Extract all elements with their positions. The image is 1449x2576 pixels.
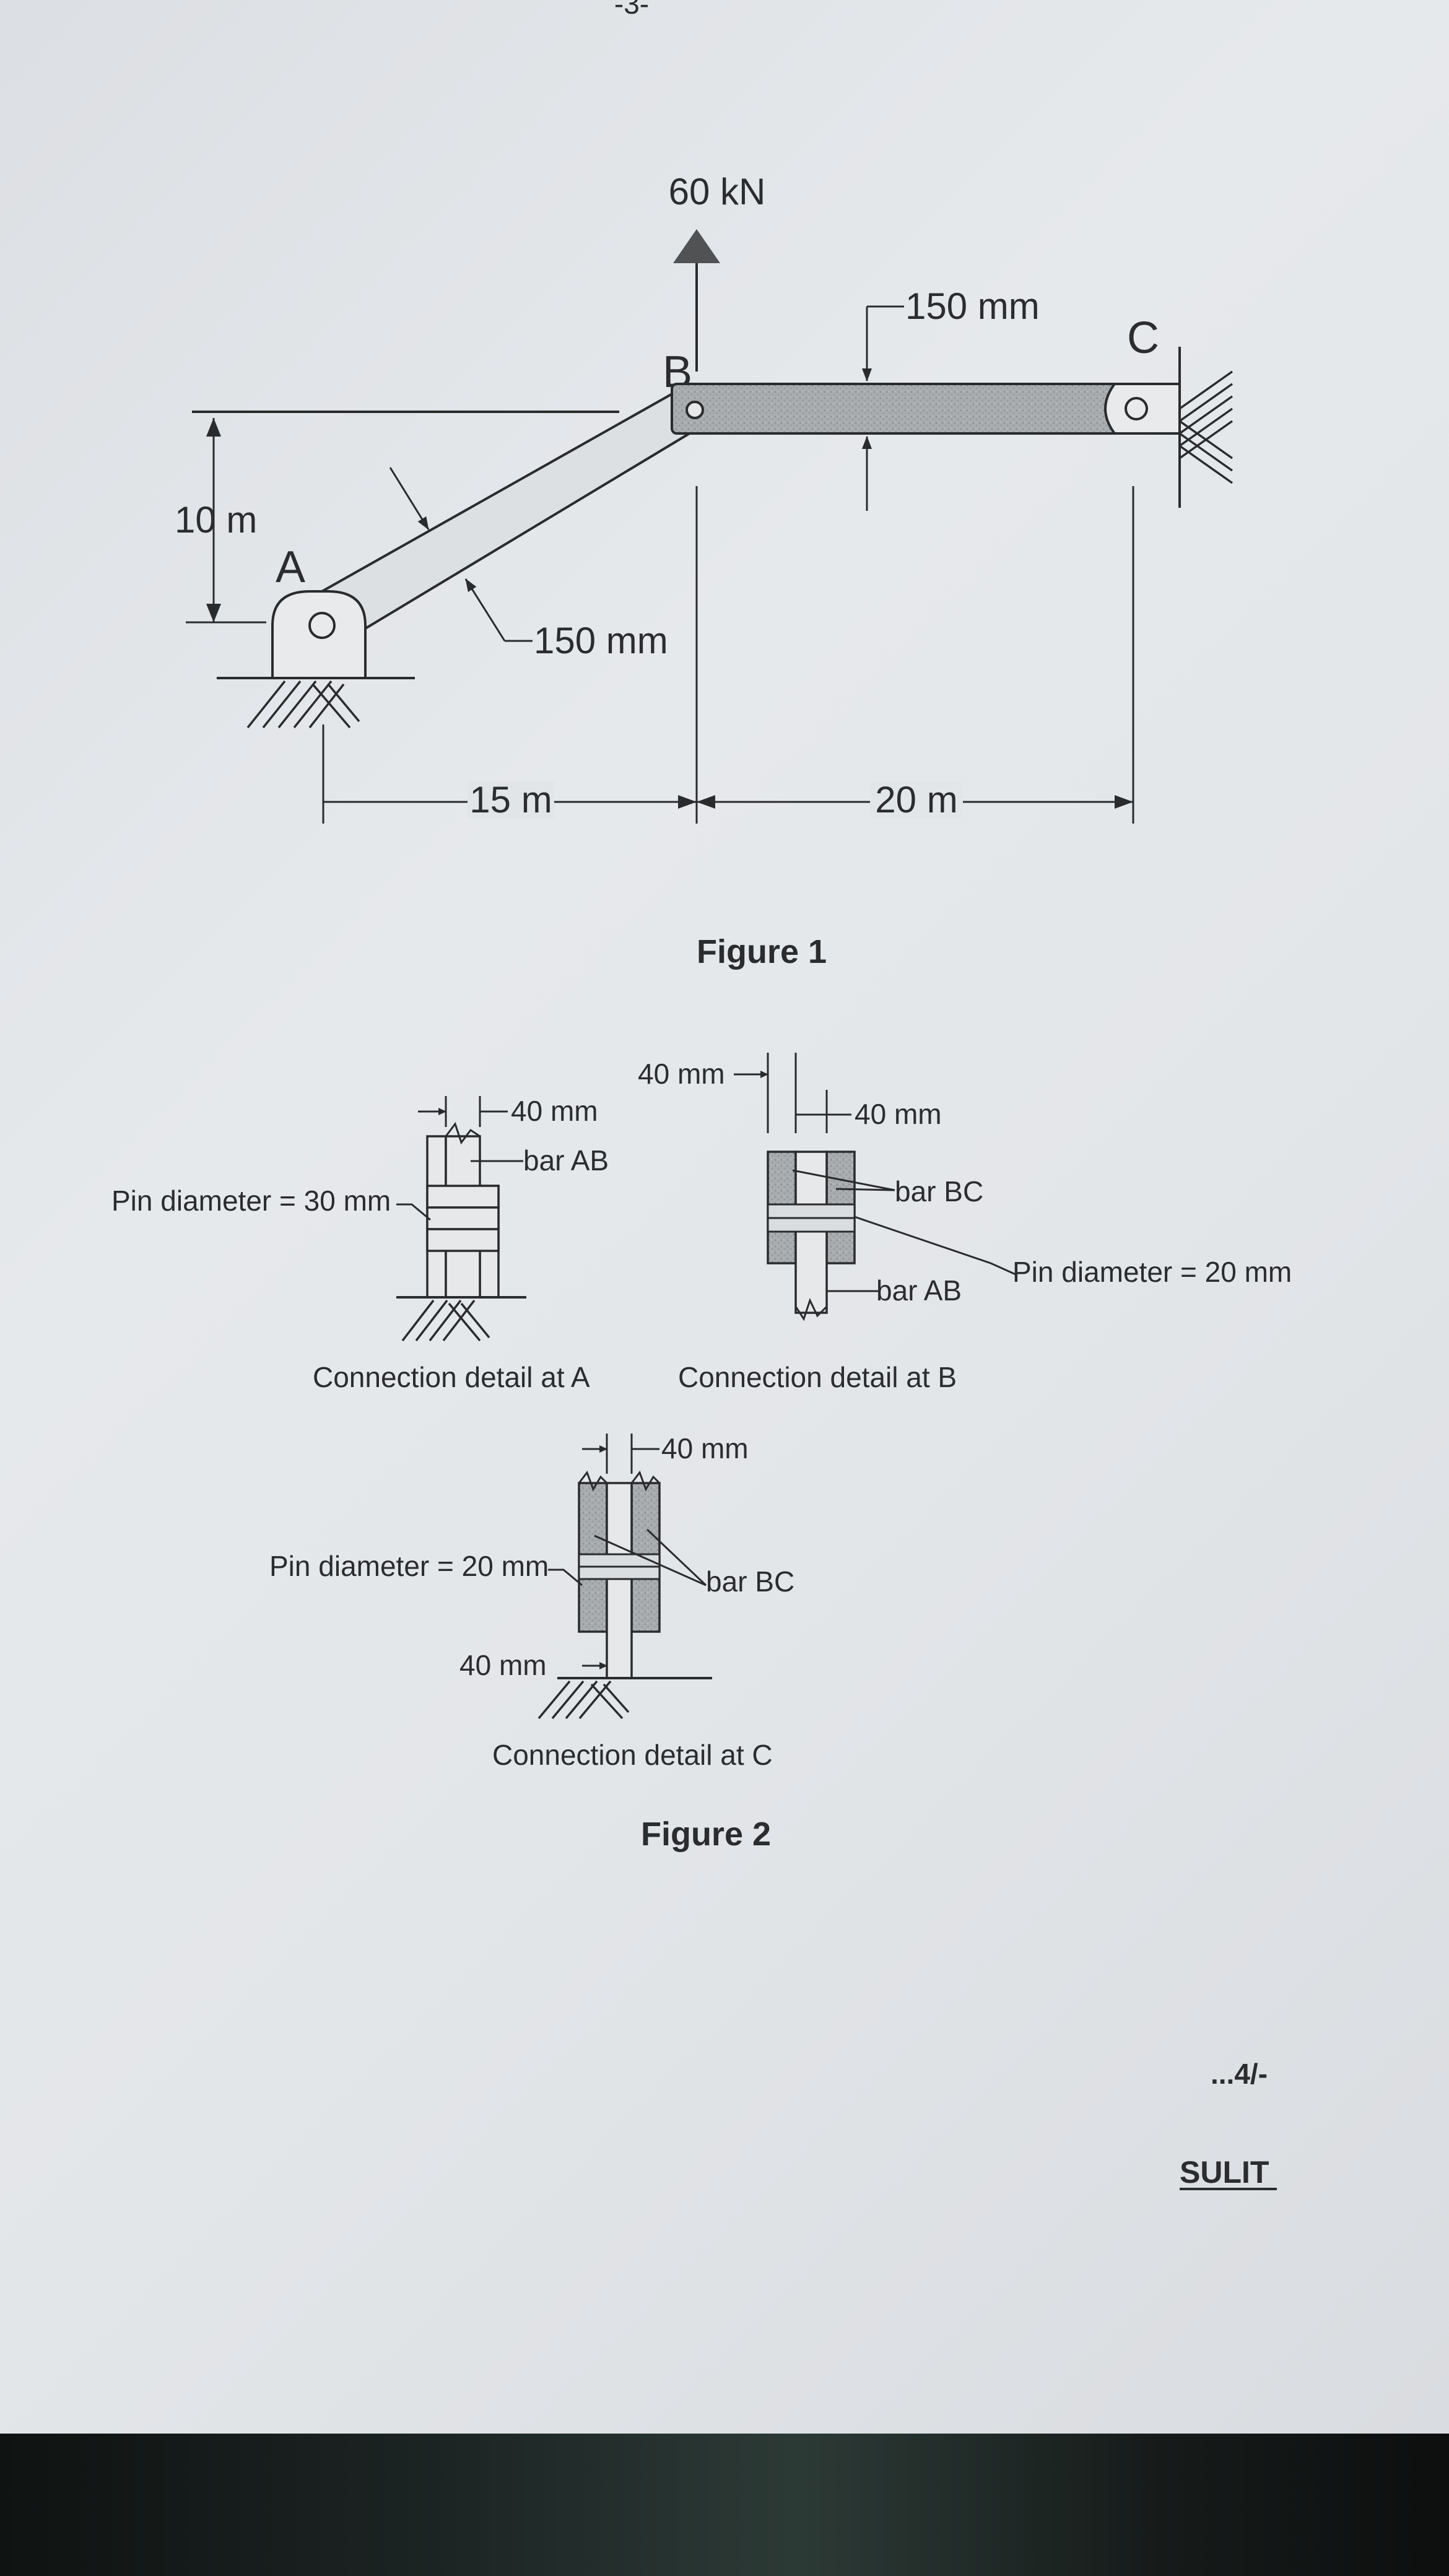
height-label: 10 m — [175, 499, 257, 541]
detail-c-bar-label: bar BC — [706, 1565, 794, 1598]
figure-2-caption: Figure 2 — [641, 1816, 771, 1853]
detail-c-pin-label: Pin diameter = 20 mm — [269, 1550, 549, 1582]
diagram-canvas: -3- 60 kN B C A — [111, 0, 1292, 2190]
figure-2: 40 mm bar AB Pin diameter = 30 mm Connec… — [111, 1053, 1292, 1853]
detail-b-thickness-left: 40 mm — [638, 1058, 725, 1090]
depth-ab-arrow-top — [389, 467, 430, 530]
detail-b-bar-bottom: bar AB — [876, 1274, 962, 1307]
detail-a-caption: Connection detail at A — [313, 1361, 590, 1393]
depth-ab-label: 150 mm — [534, 620, 668, 661]
background-surface — [0, 2434, 1449, 2576]
detail-b-caption: Connection detail at B — [678, 1361, 957, 1393]
detail-b-thickness-right: 40 mm — [855, 1098, 942, 1130]
detail-b-pin-label: Pin diameter = 20 mm — [1012, 1256, 1292, 1288]
label-c: C — [1127, 313, 1159, 363]
connection-detail-c: 40 mm bar BC Pin diameter = 20 mm 40 mm … — [269, 1432, 794, 1771]
figure-1: 60 kN B C A — [175, 171, 1234, 970]
load-arrow-head — [673, 229, 720, 263]
load-label: 60 kN — [669, 171, 766, 212]
figure-1-caption: Figure 1 — [697, 933, 827, 970]
detail-a-bar-label: bar AB — [523, 1144, 609, 1177]
detail-c-thickness-top: 40 mm — [661, 1432, 749, 1464]
detail-c-thickness-bottom: 40 mm — [459, 1649, 547, 1681]
span-bc-label: 20 m — [875, 779, 957, 820]
support-c — [1104, 347, 1234, 508]
depth-ab-arrow-bottom — [464, 578, 506, 642]
classification-label: SULIT — [1180, 2155, 1269, 2190]
member-ab — [321, 386, 701, 630]
page-number: -3- — [614, 0, 649, 20]
detail-c-caption: Connection detail at C — [492, 1739, 773, 1771]
pin-b — [685, 401, 704, 419]
label-a: A — [276, 542, 305, 592]
detail-a-thickness: 40 mm — [511, 1095, 598, 1127]
connection-detail-a: 40 mm bar AB Pin diameter = 30 mm Connec… — [111, 1095, 609, 1393]
continued-marker: ...4/- — [1211, 2058, 1268, 2090]
classification-mark: SULIT — [1180, 2155, 1277, 2190]
detail-a-pin-label: Pin diameter = 30 mm — [111, 1185, 391, 1217]
connection-detail-b: 40 mm 40 mm bar BC bar AB Pin diameter =… — [638, 1053, 1292, 1393]
detail-b-bar-top: bar BC — [895, 1175, 983, 1208]
support-a — [217, 590, 415, 729]
depth-bc-label: 150 mm — [905, 285, 1040, 327]
span-ab-label: 15 m — [469, 779, 552, 820]
member-bc — [671, 383, 1168, 435]
